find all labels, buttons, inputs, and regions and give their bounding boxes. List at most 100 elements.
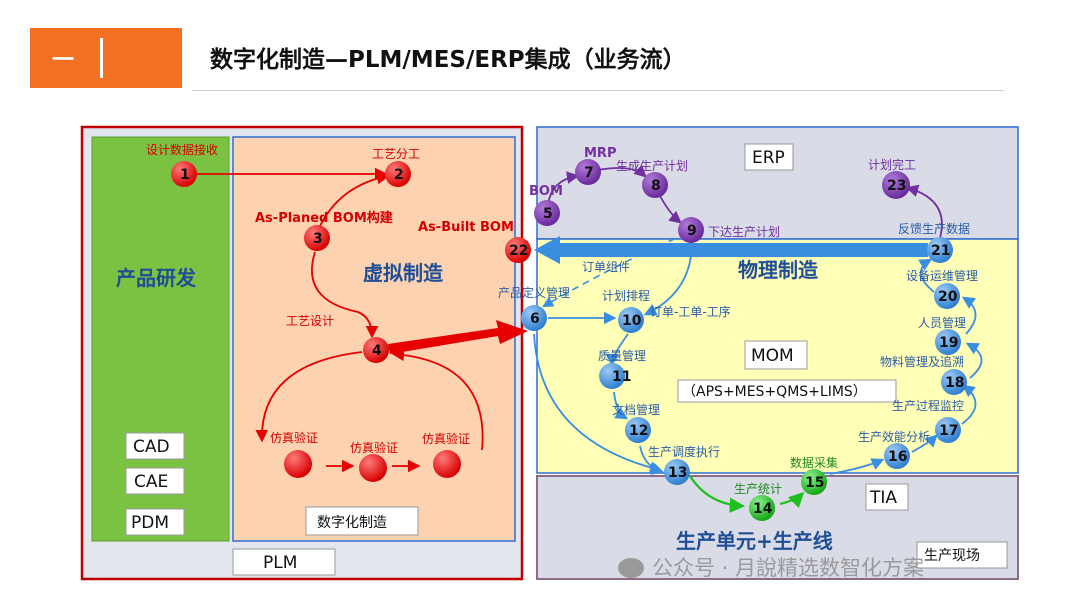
- arrow-11-12: [613, 391, 629, 420]
- node-23-num: 23: [887, 178, 906, 194]
- digital-mfg-label: 数字化制造: [317, 515, 387, 531]
- tia-box: [865, 483, 909, 511]
- node-5: [534, 200, 560, 226]
- arrow-21-22-big: [534, 236, 928, 264]
- label-doc-mgmt: 文档管理: [612, 402, 660, 417]
- label-process-design: 工艺设计: [286, 314, 334, 328]
- wechat-icon: [618, 558, 644, 578]
- arrow-4-6-big: [388, 320, 528, 354]
- node-19-num: 19: [939, 335, 958, 351]
- label-prod-stats: 生产统计: [734, 482, 782, 496]
- node-16-num: 16: [888, 449, 907, 465]
- pdm-box: [125, 508, 185, 536]
- node-15-num: 15: [805, 475, 824, 491]
- node-2-num: 2: [394, 167, 404, 183]
- node-6: [521, 305, 547, 331]
- arrow-sim3-4: [391, 348, 484, 451]
- arrow-15-16: [829, 458, 885, 475]
- node-18: [941, 369, 967, 395]
- label-issue-plan: 下达生产计划: [708, 225, 780, 239]
- production-unit-label: 生产单元+生产线: [676, 529, 833, 553]
- arrow-18-19: [965, 342, 983, 379]
- node-8: [642, 172, 668, 198]
- node-9-num: 9: [687, 223, 697, 239]
- arrow-14-15: [779, 491, 805, 509]
- node-20-num: 20: [938, 289, 958, 305]
- node-16: [884, 443, 910, 469]
- virtual-mfg-label: 虚拟制造: [363, 261, 444, 285]
- node-14: [749, 495, 775, 521]
- section-number: 一: [52, 48, 75, 73]
- node-18-num: 18: [945, 375, 964, 391]
- arrow-10-11: [605, 333, 629, 367]
- plm-label: PLM: [263, 553, 297, 573]
- node-10: [618, 307, 644, 333]
- node-11: [599, 363, 625, 389]
- label-gen-plan: 生成生产计划: [616, 159, 688, 173]
- page-title: 数字化制造—PLM/MES/ERP集成（业务流）: [210, 47, 686, 73]
- label-dispatch-exec: 生产调度执行: [648, 444, 720, 459]
- cae-box: [125, 467, 185, 495]
- pdm-label: PDM: [131, 513, 169, 533]
- node-21: [927, 237, 953, 263]
- label-order-components: 订单组件: [582, 260, 630, 274]
- node-7: [575, 159, 601, 185]
- arrow-21-23: [905, 184, 943, 239]
- arrow-7-8: [597, 164, 647, 178]
- node-19: [935, 329, 961, 355]
- node-12-num: 12: [629, 423, 648, 439]
- node-5-num: 5: [543, 206, 553, 222]
- label-design-data-receive: 设计数据接收: [146, 142, 218, 157]
- shop-floor-label: 生产现场: [924, 548, 980, 564]
- watermark-text: 公众号 · 月說精选数智化方案: [652, 556, 925, 580]
- label-data-collect: 数据采集: [790, 455, 838, 470]
- node-2: [385, 161, 411, 187]
- arrow-3-4: [311, 251, 379, 339]
- arrow-9-10: [643, 241, 693, 316]
- arrow-6-down: [533, 333, 663, 474]
- node-13-num: 13: [668, 465, 687, 481]
- tia-label: TIA: [869, 488, 897, 508]
- label-mrp: MRP: [584, 146, 616, 161]
- mom-label: MOM: [751, 346, 794, 366]
- erp-box: [744, 143, 794, 171]
- node-17: [935, 417, 961, 443]
- label-sim-verify-1: 仿真验证: [270, 430, 318, 445]
- digital-mfg-box: [305, 506, 419, 536]
- shop-floor-box: [916, 541, 1008, 569]
- label-equipment-mgmt: 设备运维管理: [906, 268, 978, 283]
- arrow-4-sim1: [255, 351, 363, 443]
- arrow-16-17: [911, 434, 938, 453]
- title-tab: [30, 28, 182, 88]
- arrow-9-6-dashed: [542, 233, 687, 308]
- node-21-num: 21: [931, 243, 950, 259]
- title-rule: [192, 90, 1004, 91]
- mom-sub-box: [677, 379, 897, 403]
- node-4: [363, 337, 389, 363]
- cad-label: CAD: [133, 437, 170, 457]
- watermark: 公众号 · 月說精选数智化方案: [618, 552, 924, 582]
- node-sim-3: [433, 450, 461, 478]
- mom-sub-label: （APS+MES+QMS+LIMS）: [682, 384, 867, 400]
- label-order-work-process: 订单-工单-工序: [650, 304, 731, 319]
- arrow-8-9: [659, 195, 682, 224]
- label-sim-verify-3: 仿真验证: [422, 431, 470, 446]
- node-23: [882, 171, 910, 199]
- node-sim-1: [284, 450, 312, 478]
- label-personnel-mgmt: 人员管理: [918, 315, 966, 330]
- label-process-monitor: 生产过程监控: [892, 398, 964, 413]
- node-3-num: 3: [313, 231, 323, 247]
- label-perf-analysis: 生产效能分析: [858, 429, 930, 444]
- node-12: [625, 417, 651, 443]
- label-plan-schedule: 计划排程: [602, 288, 650, 303]
- label-plan-done: 计划完工: [868, 157, 916, 172]
- arrow-3-2: [319, 171, 390, 227]
- label-sim-verify-2: 仿真验证: [350, 440, 398, 455]
- arrow-19-20: [961, 296, 977, 335]
- physical-mfg-label: 物理制造: [738, 258, 819, 282]
- node-1: [171, 161, 197, 187]
- node-17-num: 17: [939, 423, 958, 439]
- mom-box: [744, 340, 808, 370]
- plm-box: [232, 548, 336, 576]
